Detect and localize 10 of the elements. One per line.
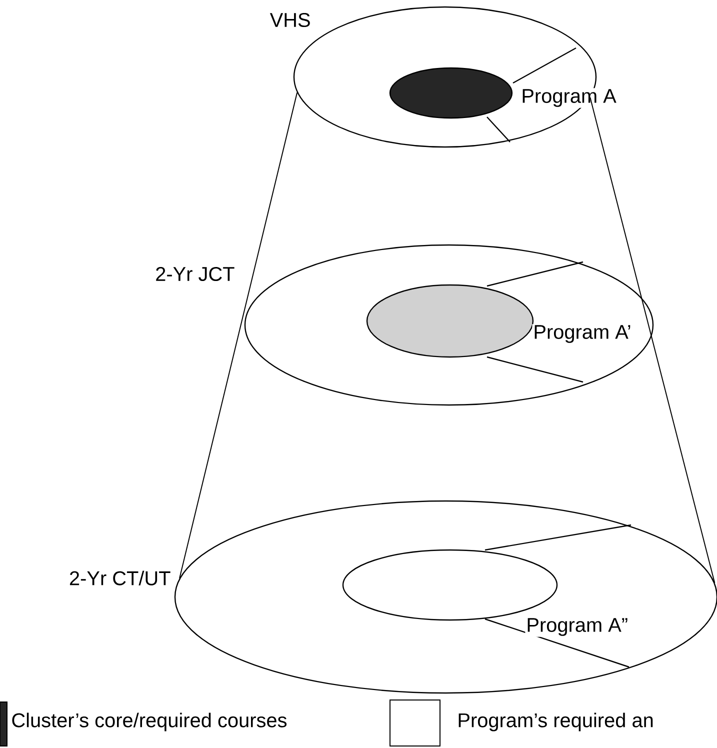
tier-label: VHS bbox=[270, 12, 310, 28]
cone-side-line bbox=[590, 96, 716, 584]
legend-text: Program’s required an bbox=[458, 712, 653, 732]
program-label: Program A” bbox=[525, 617, 630, 637]
tier-label: 2-Yr CT/UT bbox=[70, 570, 170, 586]
program-label: Program A bbox=[520, 88, 618, 108]
tier-label: 2-Yr JCT bbox=[156, 266, 234, 282]
program-label: Program A’ bbox=[532, 324, 632, 344]
cone-side-line bbox=[179, 92, 298, 579]
legend-text: Cluster’s core/required courses bbox=[12, 712, 287, 732]
